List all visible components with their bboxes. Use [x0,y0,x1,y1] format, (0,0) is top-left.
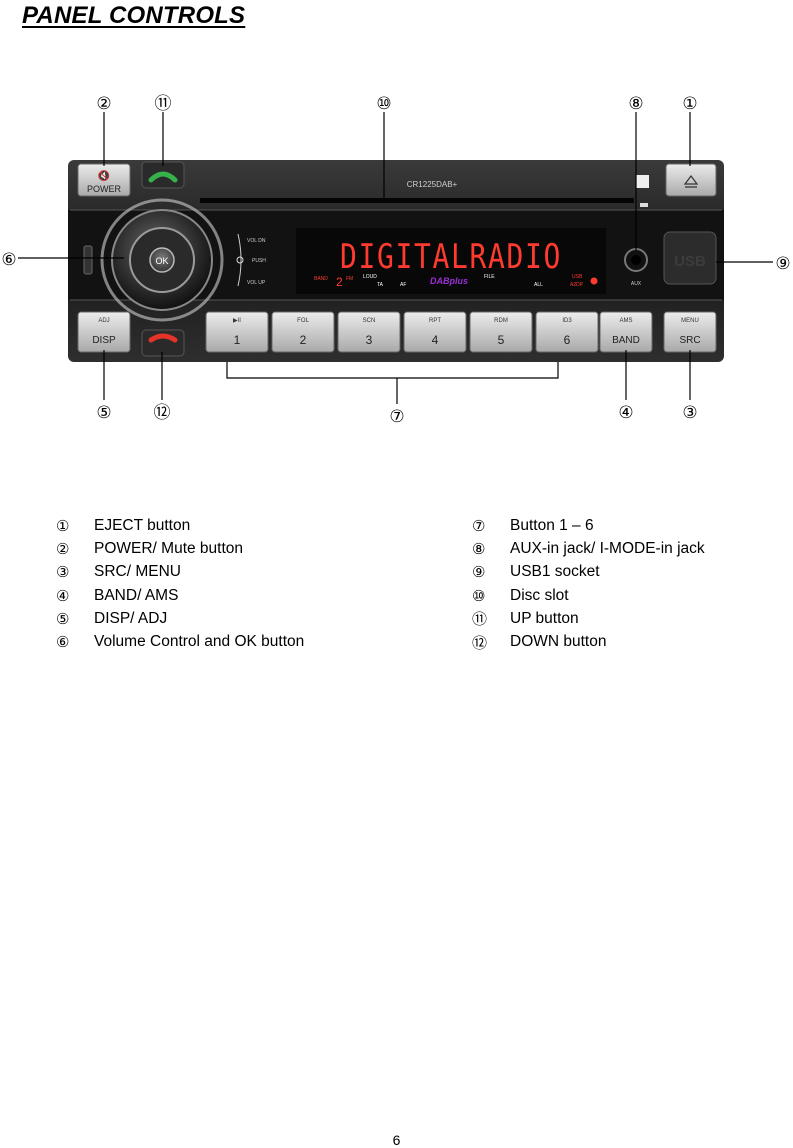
preset-button-number: 2 [300,333,307,347]
svg-text:MENU: MENU [681,318,699,324]
svg-text:AMS: AMS [619,318,632,324]
callout-12: ⑫ [154,403,171,423]
svg-text:TA: TA [377,282,384,288]
svg-text:FILE: FILE [484,274,495,280]
display [296,228,606,294]
eject-button[interactable] [665,163,717,197]
panel-diagram: CR1225DAB+ 🔇 POWER OK VOL DN PUSH VOL UP… [1,94,790,427]
svg-text:LOUD: LOUD [363,274,377,280]
phone-hangup-icon [148,333,178,343]
svg-text:POWER: POWER [87,184,122,194]
preset-button-6[interactable]: ID3 6 [535,311,599,353]
preset-button-function-label: SCN [363,318,376,324]
push-indicator-icon [236,256,244,264]
svg-text:ALL: ALL [534,282,543,288]
eject-icon [683,175,699,188]
svg-text:BAND: BAND [612,335,640,346]
usb-socket[interactable]: USB [663,231,717,285]
leader-lines [18,112,773,404]
preset-button-number: 1 [234,333,241,347]
callout-4: ④ [618,403,633,423]
callout-1: ① [682,94,697,114]
preset-button-5[interactable]: RDM 5 [469,311,533,353]
svg-text:FM: FM [346,276,353,282]
ok-button[interactable]: OK [149,247,175,273]
svg-text:ADJ: ADJ [98,318,109,324]
preset-button-1[interactable]: ▶II 1 [205,311,269,353]
callout-5: ⑤ [96,403,111,423]
preset-button-4[interactable]: RPT 4 [403,311,467,353]
vol-up-label: VOL UP [247,280,266,286]
brand-logo [636,175,649,188]
display-text: DIGITALRADIO [340,237,562,277]
preset-button-number: 6 [564,333,571,347]
preset-button-number: 5 [498,333,505,347]
preset-button-number: 4 [432,333,439,347]
svg-text:A2DP: A2DP [570,282,584,288]
svg-text:OK: OK [155,256,168,266]
svg-text:USB: USB [572,274,583,280]
svg-text:DISP: DISP [92,335,116,346]
callout-10: ⑩ [376,94,391,114]
svg-text:2: 2 [336,275,343,289]
callout-11: ⑪ [155,94,172,114]
aux-label: AUX [631,281,642,287]
mute-icon: 🔇 [98,169,110,182]
callout-6: ⑥ [1,250,16,270]
vol-dn-label: VOL DN [247,238,266,244]
src-menu-button[interactable]: MENU SRC [663,311,717,353]
svg-text:USB: USB [674,253,706,270]
volume-ring [100,198,224,322]
page-number: 6 [392,1132,401,1148]
disc-slot [200,198,634,203]
callout-8: ⑧ [628,94,643,114]
preset-buttons: ▶II 1 FOL 2 SCN 3 RPT 4 RDM 5 ID3 6 [205,311,599,353]
push-label: PUSH [252,258,266,264]
disp-adj-button[interactable]: ADJ DISP [77,311,131,353]
svg-text:BAND: BAND [314,276,328,282]
phone-pickup-icon [148,171,178,183]
preset-button-function-label: RPT [429,318,441,324]
band-ams-button[interactable]: AMS BAND [599,311,653,353]
callout-3: ③ [682,403,697,423]
model-label: CR1225DAB+ [407,180,458,189]
svg-text:DABplus: DABplus [430,276,468,286]
preset-button-function-label: FOL [297,318,309,324]
callout-2: ② [96,94,111,114]
bluetooth-icon [590,277,598,285]
preset-button-function-label: RDM [494,318,508,324]
svg-text:AF: AF [400,282,406,288]
up-button[interactable] [141,161,185,189]
callout-9: ⑨ [775,254,790,274]
preset-button-3[interactable]: SCN 3 [337,311,401,353]
svg-text:SRC: SRC [679,335,700,346]
power-button[interactable]: 🔇 POWER [77,163,131,197]
preset-button-function-label: ID3 [562,318,572,324]
preset-button-number: 3 [366,333,373,347]
page-title: PANEL CONTROLS [22,2,246,29]
down-button[interactable] [141,329,185,357]
callout-7: ⑦ [389,407,404,427]
preset-button-function-label: ▶II [233,318,241,324]
preset-button-2[interactable]: FOL 2 [271,311,335,353]
